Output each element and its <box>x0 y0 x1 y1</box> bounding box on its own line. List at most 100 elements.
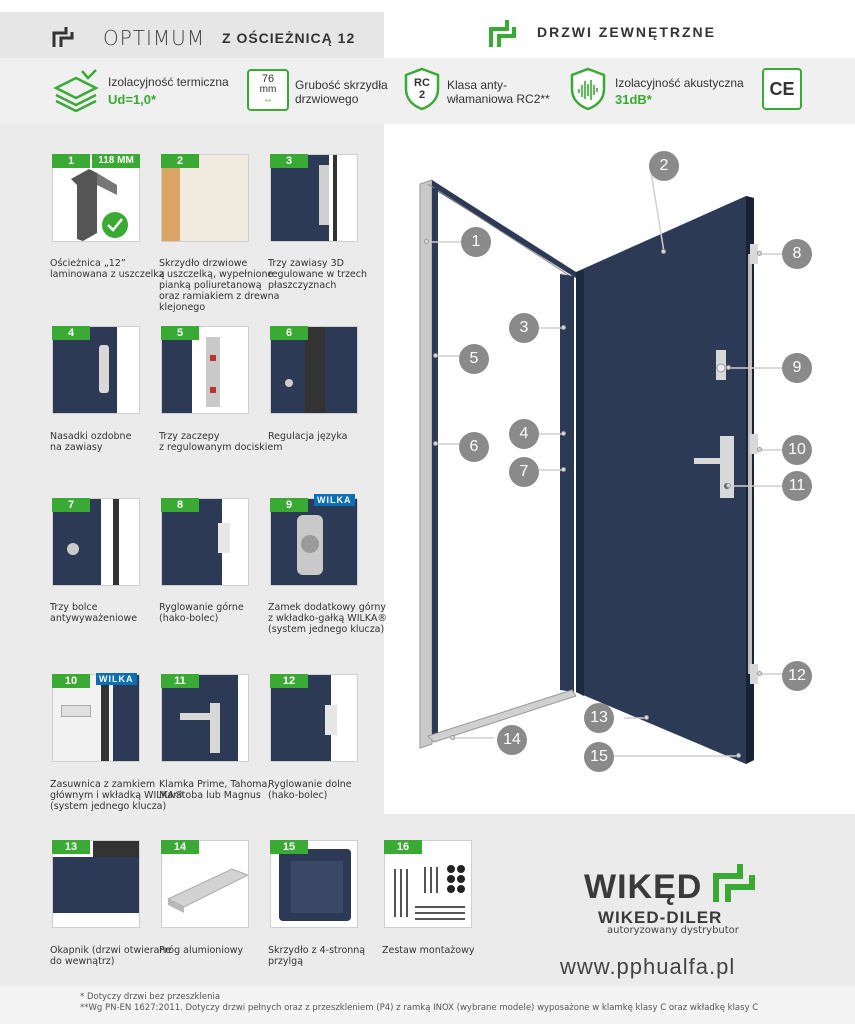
feature-acoustic-value: 31dB* <box>615 92 652 107</box>
layers-icon <box>53 69 99 112</box>
shield-icon <box>404 67 440 111</box>
wiked-brand-mark-icon <box>713 864 755 902</box>
component-1-badge: 1 <box>52 154 90 168</box>
shield-badge-bottom: 2 <box>418 89 426 101</box>
callout-8: 8 <box>782 239 812 269</box>
callout-dot <box>726 483 731 488</box>
wilka-logo: WILKA <box>314 494 355 506</box>
ce-icon: CE <box>762 68 802 110</box>
callout-15: 15 <box>584 742 614 772</box>
door-illustration <box>419 179 758 764</box>
callout-dot <box>561 467 566 472</box>
component-12-badge: 12 <box>270 674 308 688</box>
component-9-badge: 9 <box>270 498 308 512</box>
component-14-badge: 14 <box>161 840 199 854</box>
model-title: OPTIMUM <box>103 26 206 50</box>
callout-13: 13 <box>584 703 614 733</box>
thickness-icon: 76 mm ↔ <box>247 69 289 111</box>
title-box <box>0 12 384 58</box>
component-12-photo <box>270 674 358 762</box>
component-6-badge: 6 <box>270 326 308 340</box>
callout-2: 2 <box>649 151 679 181</box>
component-10-photo <box>52 674 140 762</box>
component-14-photo <box>161 840 249 928</box>
component-8-badge: 8 <box>161 498 199 512</box>
callout-4: 4 <box>509 419 539 449</box>
callout-dot <box>757 251 762 256</box>
component-8-photo <box>161 498 249 586</box>
callout-lines <box>430 165 782 757</box>
brand-logo-text: WIKĘD <box>584 868 703 906</box>
component-6-photo <box>270 326 358 414</box>
wiked-green-mark-icon <box>489 20 516 47</box>
component-16-badge: 16 <box>384 840 422 854</box>
component-2-badge: 2 <box>161 154 199 168</box>
mounting-kit-icon <box>394 865 465 920</box>
callout-5: 5 <box>459 344 489 374</box>
feature-thermal-value: Ud=1,0* <box>108 92 157 107</box>
footnote-2: **Wg PN-EN 1627:2011. Dotyczy drzwi pełn… <box>80 1003 759 1013</box>
component-6-caption: Regulacja języka <box>268 431 348 442</box>
component-15-badge: 15 <box>270 840 308 854</box>
component-1-photo <box>52 154 140 242</box>
component-3-photo <box>270 154 358 242</box>
component-3-badge: 3 <box>270 154 308 168</box>
component-5-photo <box>161 326 249 414</box>
component-2-photo <box>161 154 249 242</box>
callout-dot <box>757 447 762 452</box>
feature-rc-label-1: Klasa anty- <box>447 78 508 92</box>
callout-9: 9 <box>782 353 812 383</box>
component-1-size-badge: 118 MM <box>92 154 140 168</box>
callout-1: 1 <box>461 227 491 257</box>
callout-dot <box>661 249 666 254</box>
feature-rc-label-2: włamaniowa RC2** <box>447 92 550 106</box>
callout-6: 6 <box>459 432 489 462</box>
threshold-icon <box>166 868 248 913</box>
thickness-badge-unit: mm <box>259 84 277 95</box>
feature-acoustic-label: Izolacyjność akustyczna <box>615 76 744 90</box>
dealer-subtitle: autoryzowany dystrybutor <box>607 925 739 936</box>
component-8-caption: Ryglowanie górne(hako-bolec) <box>159 602 244 624</box>
model-variant: Z OŚCIEŻNICĄ 12 <box>222 30 356 46</box>
feature-thickness-label-2: drzwiowego <box>295 92 359 106</box>
component-4-photo <box>52 326 140 414</box>
component-15-photo <box>270 840 358 928</box>
component-1-caption: Ościeżnica „12”laminowana z uszczelką <box>50 258 165 280</box>
dealer-name: WIKED-DILER <box>598 908 723 927</box>
footer <box>0 986 855 1024</box>
callout-11: 11 <box>782 471 812 501</box>
component-7-photo <box>52 498 140 586</box>
component-10-badge: 10 <box>52 674 90 688</box>
callout-3: 3 <box>509 313 539 343</box>
callout-12: 12 <box>782 661 812 691</box>
component-11-badge: 11 <box>161 674 199 688</box>
callout-dot <box>561 325 566 330</box>
component-16-photo <box>384 840 472 928</box>
footnote-1: * Dotyczy drzwi bez przeszklenia <box>80 992 221 1002</box>
feature-thickness-label-1: Grubość skrzydła <box>295 78 388 92</box>
wilka-logo: WILKA <box>96 673 137 685</box>
component-9-photo <box>270 498 358 586</box>
callout-14: 14 <box>497 725 527 755</box>
category-title: DRZWI ZEWNĘTRZNE <box>537 24 716 40</box>
website-link[interactable]: www.pphualfa.pl <box>560 954 736 979</box>
callout-dot <box>433 353 438 358</box>
component-11-photo <box>161 674 249 762</box>
wiked-mark-icon <box>52 27 74 47</box>
thickness-badge-value: 76 <box>261 73 275 85</box>
shield-badge-top: RC <box>414 77 430 89</box>
component-5-badge: 5 <box>161 326 199 340</box>
component-13-photo <box>52 840 140 928</box>
frame-profile-icon <box>71 169 128 241</box>
feature-thermal-label: Izolacyjność termiczna <box>108 75 229 89</box>
component-4-badge: 4 <box>52 326 90 340</box>
callout-dot <box>450 735 455 740</box>
